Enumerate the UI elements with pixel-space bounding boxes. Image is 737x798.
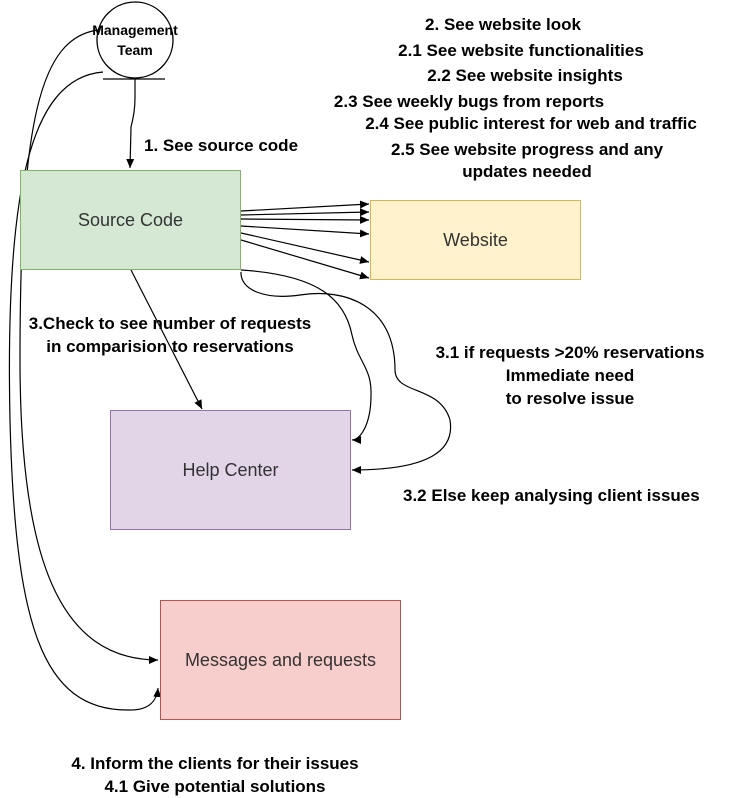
edge-source-to-help-center xyxy=(130,269,203,410)
management-team-label: Management Team xyxy=(80,20,190,60)
actor-circle xyxy=(96,1,174,79)
inform-clients-label: 4. Inform the clients for their issues 4… xyxy=(40,752,390,798)
website-item-2-4: 2.4 See public interest for web and traf… xyxy=(365,114,697,133)
edge-actor-to-messages-1 xyxy=(19,29,159,664)
else-keep-label: 3.2 Else keep analysing client issues xyxy=(403,486,700,505)
website-node[interactable]: Website xyxy=(370,200,581,280)
website-item-2-2: 2.2 See website insights xyxy=(427,66,623,85)
edge-if-requests-curve xyxy=(240,269,372,444)
website-item-2-5: 2.5 See website progress and any xyxy=(390,139,664,159)
edge-source-to-website-1 xyxy=(240,200,370,212)
actor-label-line2: Team xyxy=(117,42,153,58)
actor-label-line1: Management xyxy=(92,22,178,38)
edge-actor-to-messages-2 xyxy=(8,71,162,711)
check-requests-line1: 3.Check to see number of requests xyxy=(28,314,312,333)
help-center-label: Help Center xyxy=(182,459,279,480)
website-item-2: 2. See website look xyxy=(425,15,581,34)
management-team-actor[interactable] xyxy=(96,1,174,80)
if-requests-line1: 3.1 if requests >20% reservations xyxy=(435,343,705,362)
website-item-2-1: 2.1 See website functionalities xyxy=(398,40,644,60)
messages-requests-node[interactable]: Messages and requests xyxy=(160,600,401,720)
website-item-2-3: 2.3 See weekly bugs from reports xyxy=(333,91,605,111)
potential-solutions-line2: 4.1 Give potential solutions xyxy=(104,777,326,796)
edge-else-keep-curve xyxy=(240,271,452,474)
website-item-2-5-cont: updates needed xyxy=(462,162,592,181)
edge-source-to-website-6 xyxy=(240,239,370,280)
edge-actor-to-source-code xyxy=(126,79,136,169)
if-requests-label: 3.1 if requests >20% reservations Immedi… xyxy=(415,341,725,410)
source-code-label: Source Code xyxy=(77,209,184,230)
edge-source-to-website-5 xyxy=(240,232,370,264)
website-items-label: 2. See website look 2.1 See website func… xyxy=(318,12,736,185)
inform-clients-line1: 4. Inform the clients for their issues xyxy=(71,754,359,773)
edge-source-to-website-2 xyxy=(240,208,370,217)
if-requests-line2: Immediate need xyxy=(505,366,635,385)
edge-source-to-website-4 xyxy=(240,225,370,238)
check-requests-line2: in comparision to reservations xyxy=(46,337,294,356)
website-label: Website xyxy=(443,229,508,250)
check-requests-label: 3.Check to see number of requests in com… xyxy=(10,312,330,358)
help-center-node[interactable]: Help Center xyxy=(110,410,351,530)
messages-requests-label: Messages and requests xyxy=(184,649,377,670)
source-code-node[interactable]: Source Code xyxy=(20,170,241,270)
see-source-code-label: 1. See source code xyxy=(144,136,299,155)
edge-source-to-website-3 xyxy=(240,215,370,224)
if-requests-line3: to resolve issue xyxy=(505,389,635,408)
